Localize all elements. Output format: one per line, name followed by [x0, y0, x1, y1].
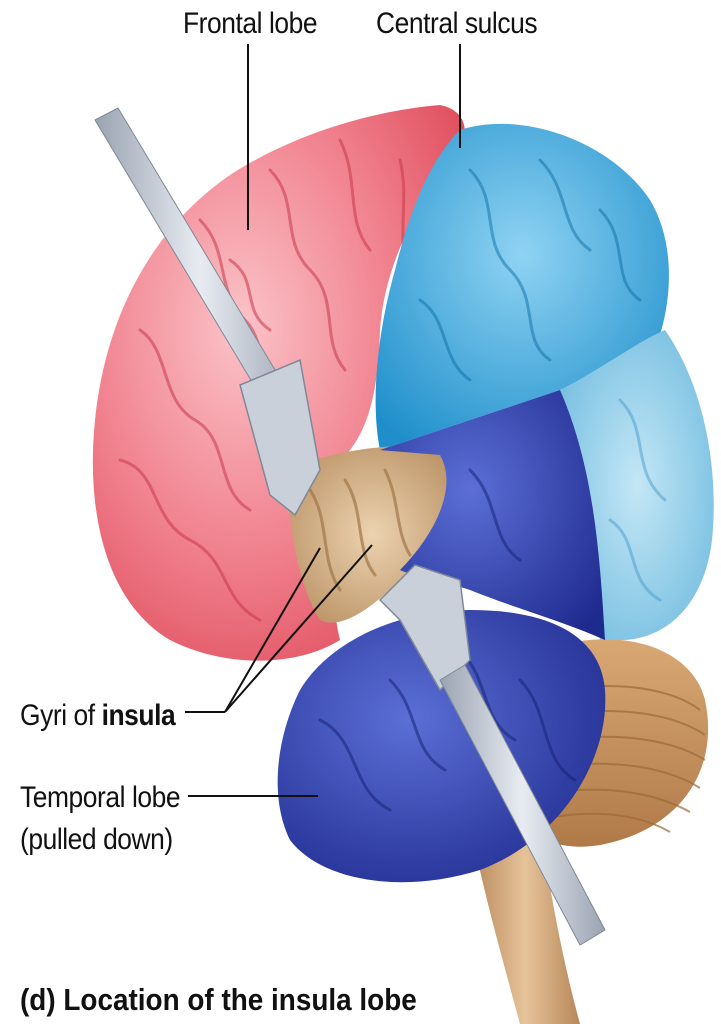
central-sulcus-label: Central sulcus [376, 6, 537, 42]
figure-caption: (d) Location of the insula lobe [20, 982, 417, 1018]
gyri-of-insula-label: Gyri of insula [20, 698, 175, 734]
frontal-lobe-label: Frontal lobe [183, 6, 317, 42]
temporal-lobe-sublabel: (pulled down) [20, 822, 173, 858]
gyri-label-bold: insula [102, 699, 176, 732]
gyri-label-prefix: Gyri of [20, 699, 102, 732]
temporal-lobe-label: Temporal lobe [20, 780, 180, 816]
